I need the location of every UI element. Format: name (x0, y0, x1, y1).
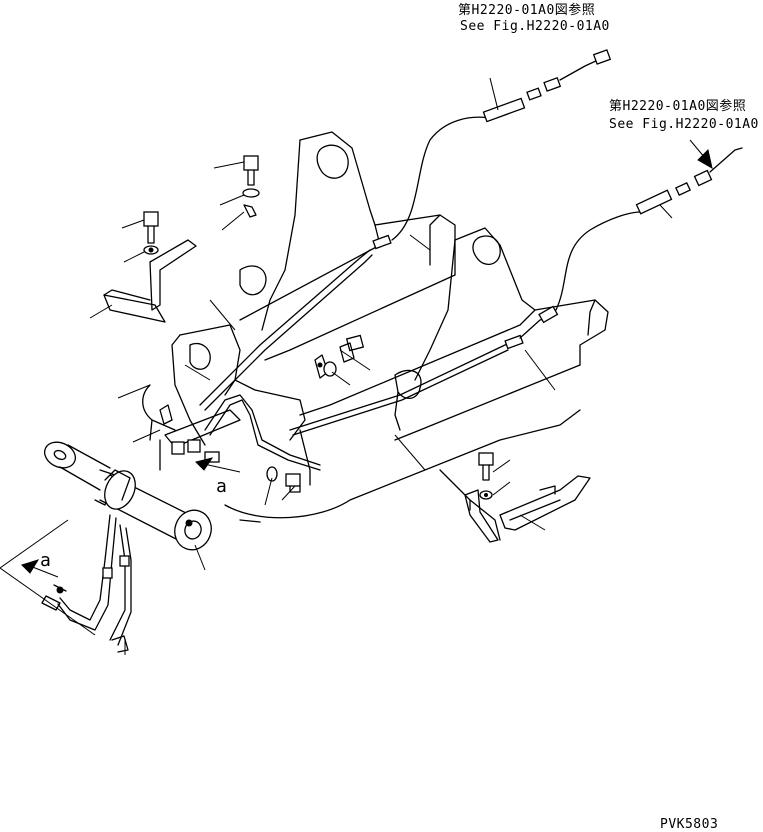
cylinder-icon (43, 441, 212, 551)
reference-2-jp: 第H2220-01A0図参照 (609, 98, 746, 114)
hose-upper-right (289, 139, 743, 436)
reference-1-jp: 第H2220-01A0図参照 (458, 2, 595, 18)
hose-fitting-1 (372, 234, 392, 250)
pipe-bracket (164, 394, 321, 471)
bolt-left-mid (143, 211, 159, 255)
right-bracket-plate (464, 475, 591, 543)
hose-loop (41, 514, 132, 653)
view-label-a-2: a (40, 550, 51, 571)
bolt-right (478, 452, 494, 500)
hose-end-1 (482, 97, 526, 123)
drawing-code: PVK5803 (660, 817, 718, 832)
left-bracket-plate (103, 239, 197, 323)
bolt-left-top (242, 155, 260, 218)
clip-icon (159, 404, 173, 425)
hose-fitting-2 (504, 334, 524, 350)
lift-arm-frame (142, 131, 609, 541)
hose-end-2 (635, 189, 673, 215)
bolt-center (323, 334, 365, 377)
view-a-arrow-2: a (0, 519, 96, 636)
view-label-a-1: a (216, 476, 227, 497)
leader-lines (89, 77, 673, 655)
reference-2-en: See Fig.H2220-01A0 (609, 117, 759, 132)
view-a-arrow-1: a (195, 457, 241, 497)
bolt-lower (266, 466, 301, 493)
reference-1-en: See Fig.H2220-01A0 (460, 19, 610, 34)
washer-icon (242, 188, 260, 198)
hose-upper-left (199, 49, 612, 411)
